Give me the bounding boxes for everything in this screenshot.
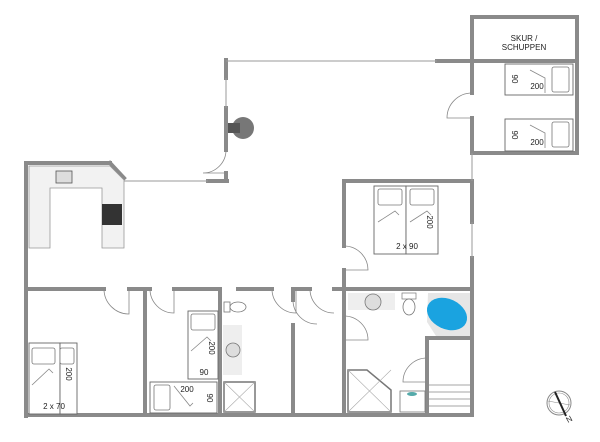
middle-bedroom-bed-1: 200 90 [187,310,219,380]
kitchen-counter [28,165,125,249]
compass-icon: N [546,390,575,425]
doors [103,92,473,383]
svg-text:200: 200 [64,367,73,381]
svg-text:90: 90 [510,131,519,140]
shed-bed-2: 90 200 [504,118,574,152]
walls [24,15,579,418]
svg-text:90: 90 [510,75,519,84]
stairs [429,384,471,407]
toilet-icon [402,298,416,316]
door [446,92,473,119]
svg-text:200: 200 [180,385,194,394]
door [309,288,335,314]
sink-icon [364,293,382,311]
bathtub-icon [426,297,468,331]
left-bedroom-beds: 200 2 x 70 [28,342,78,415]
svg-text:200: 200 [530,138,544,147]
door [402,357,428,383]
stove-icon [102,204,122,225]
door [202,149,227,174]
middle-bedroom-bed-2: 200 90 [149,381,218,414]
svg-text:90: 90 [200,368,209,377]
sink-icon [225,342,241,358]
small-bathroom-fixtures [223,301,256,413]
door [343,245,369,271]
wall-segment [107,160,127,181]
door [271,288,297,314]
shed-label-line2: SCHUPPEN [502,43,547,52]
compass-north-label: N [565,414,575,425]
toilet-icon [223,301,231,313]
svg-text:90: 90 [205,394,214,403]
svg-text:200: 200 [207,341,216,355]
washing-machine-icon [399,390,426,413]
svg-text:200: 200 [425,215,434,229]
bathroom-fixtures [347,292,471,413]
door [149,288,175,314]
door [292,299,318,325]
kitchen-sink-icon [55,170,73,184]
door [103,288,130,315]
shed-bed-1: 90 200 [504,63,574,96]
svg-text:200: 200 [530,82,544,91]
double-bed: 200 2 x 90 [373,185,439,255]
door [343,315,369,341]
shed-label-line1: SKUR / [511,34,538,43]
fireplace-icon [228,117,254,139]
windows [124,60,473,258]
svg-text:2 x 70: 2 x 70 [43,402,65,411]
svg-text:2 x 90: 2 x 90 [396,242,418,251]
